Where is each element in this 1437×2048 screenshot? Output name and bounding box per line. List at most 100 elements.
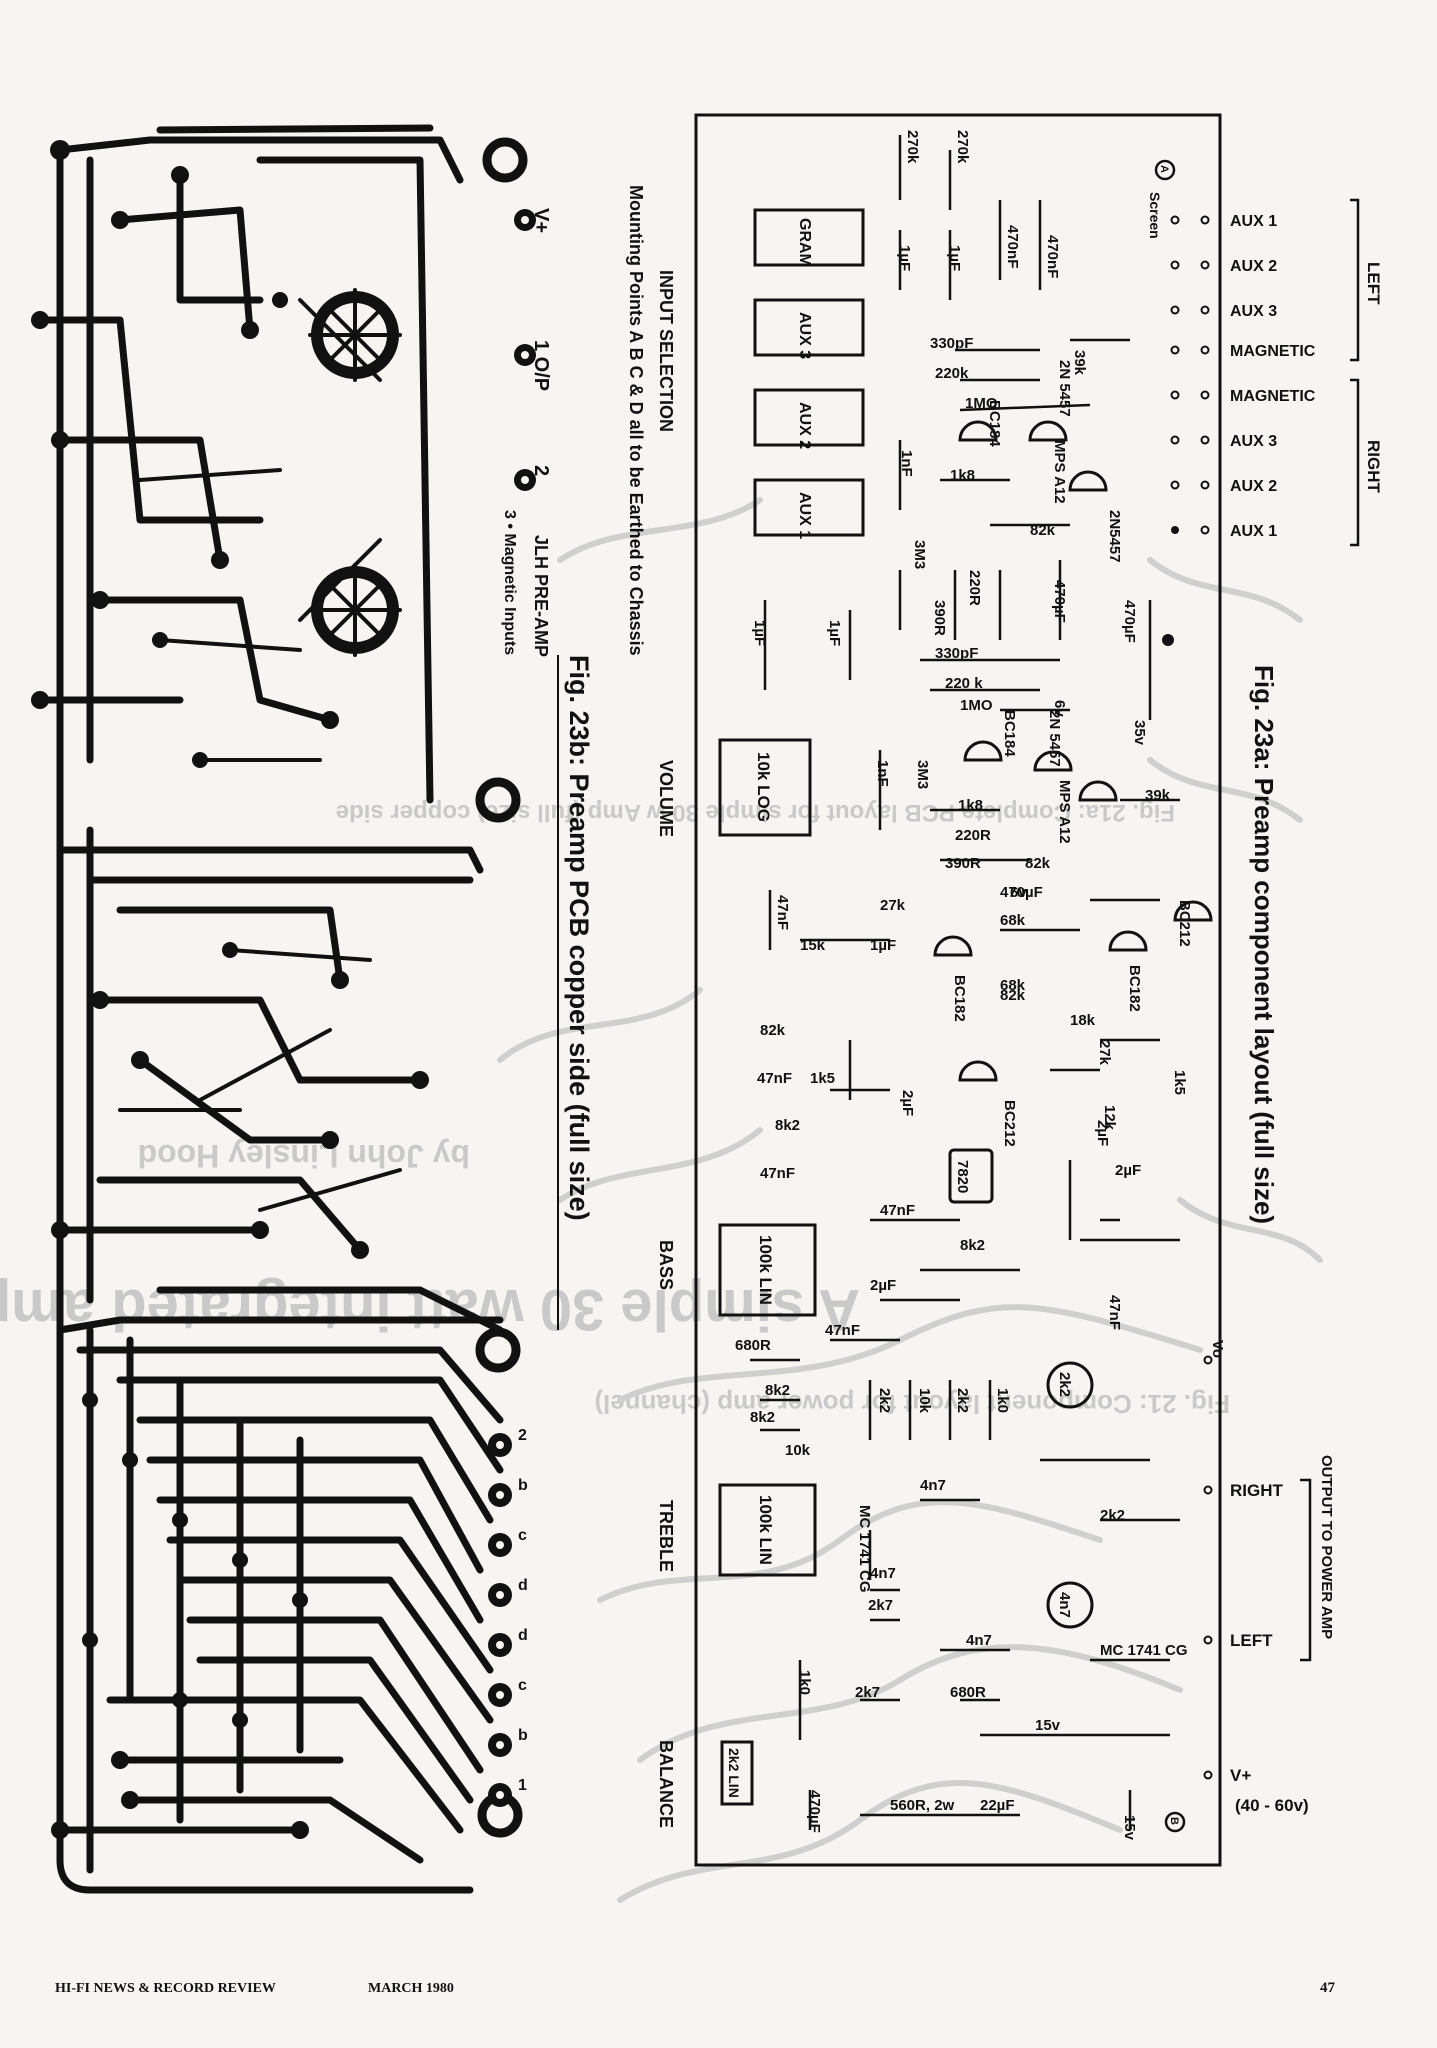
bass-pot-box — [718, 1223, 817, 1317]
pcb-edge-pins — [488, 209, 536, 1807]
pcb-copper-side: V+ 1 O/P 2 JLH PRE-AMP 3 • Magnetic Inpu… — [31, 124, 594, 1894]
component-value: 47nF — [760, 1165, 795, 1182]
component-value: 1nF — [898, 450, 915, 477]
output-left-label: LEFT — [1230, 1631, 1273, 1650]
component-value: 35v — [1131, 720, 1148, 746]
pcb-connector-circles — [308, 288, 402, 657]
component-value: 470µF — [1121, 600, 1138, 643]
left-group-label: LEFT — [1364, 262, 1383, 305]
volume-label: VOLUME — [656, 760, 676, 837]
input-terminals: A Screen — [1147, 159, 1210, 535]
mount-a-ring — [1154, 159, 1176, 181]
article-title: A simple 30 watt integrated amplifier - … — [0, 1277, 860, 1342]
pcb-traces — [36, 124, 504, 1894]
component-value: 220k — [935, 365, 969, 382]
component-value: 220R — [955, 827, 991, 844]
component-value: 68k — [1000, 977, 1026, 994]
semiconductor-outlines — [933, 420, 1213, 1629]
component-value: 470µF — [1051, 580, 1068, 623]
vo-label: Vo — [1209, 1340, 1226, 1358]
pin-letter: d — [518, 1577, 528, 1594]
component-value: 220R — [966, 570, 983, 606]
component-value: 2k2 — [876, 1388, 893, 1413]
component-value: 18k — [1070, 1012, 1096, 1029]
component-value: 220 k — [945, 675, 983, 692]
pin-letter: 2 — [518, 1427, 527, 1444]
component-value: 270k — [904, 130, 921, 164]
component-value: 4n7 — [1056, 1592, 1073, 1618]
component-value: 4n7 — [870, 1565, 896, 1582]
component-layout-board: GRAM AUX 3 AUX 2 AUX 1 10k LOG 100k LIN … — [694, 113, 1383, 1867]
component-value: 2k2 — [954, 1388, 971, 1413]
fig21a-caption: Fig. 21a: Complete PCB layout for simple… — [336, 799, 1175, 826]
selector-gram: GRAM — [796, 218, 813, 267]
pin-letter: b — [518, 1727, 528, 1744]
selector-aux3: AUX 3 — [796, 312, 813, 359]
input-selection-label: INPUT SELECTION — [656, 270, 676, 432]
input-labels: AUX 1 AUX 2 AUX 3 MAGNETIC MAGNETIC AUX … — [1230, 198, 1383, 547]
pin-letter: c — [518, 1677, 527, 1694]
component-value: 10k — [916, 1388, 933, 1414]
component-value: 1k0 — [994, 1388, 1011, 1413]
component-value: BC212 — [1176, 900, 1193, 947]
component-leads — [750, 135, 1180, 1830]
component-value: 47nF — [825, 1322, 860, 1339]
vplus-range: (40 - 60v) — [1235, 1796, 1309, 1815]
component-value: 2µF — [1115, 1162, 1141, 1179]
input-left-magnetic: MAGNETIC — [1230, 343, 1316, 360]
output-section: Vo RIGHT LEFT OUTPUT TO POWER AMP V+ (40… — [1164, 1340, 1335, 1833]
output-heading: OUTPUT TO POWER AMP — [1318, 1455, 1335, 1639]
component-value: 1µF — [870, 937, 896, 954]
pin-letter: c — [518, 1527, 527, 1544]
component-value: 2k7 — [855, 1684, 880, 1701]
component-value: 3M3 — [914, 760, 931, 789]
input-left-aux3: AUX 3 — [1230, 303, 1277, 320]
ghost-traces — [497, 497, 1323, 1903]
mounting-note: Mounting Points A B C & D all to be Eart… — [626, 185, 646, 656]
component-value: 1k8 — [950, 467, 975, 484]
component-value: 470nF — [1004, 225, 1021, 268]
component-value: 1µF — [946, 245, 963, 271]
screen-label: Screen — [1147, 192, 1163, 239]
component-value: BC182 — [1126, 965, 1143, 1012]
treble-pot-box — [718, 1483, 817, 1577]
pin-op1-label: 1 O/P — [530, 340, 552, 391]
input-right-aux3: AUX 3 — [1230, 433, 1277, 450]
mount-a-letter: A — [1158, 165, 1170, 173]
balance-label: BALANCE — [656, 1740, 676, 1828]
component-value: 680R — [735, 1337, 771, 1354]
component-value: 6v — [1051, 700, 1068, 717]
component-value: 47nF — [774, 895, 791, 930]
component-value: 2N 5457 — [1046, 710, 1063, 767]
component-value: 560R, 2w — [890, 1797, 955, 1814]
pin-letter: b — [518, 1477, 528, 1494]
pcb-pads — [31, 140, 429, 1839]
input-selector-switch: GRAM AUX 3 AUX 2 AUX 1 — [753, 208, 865, 539]
component-value: 8k2 — [960, 1237, 985, 1254]
pin-op2-label: 2 — [530, 465, 552, 476]
component-value: 390R — [931, 600, 948, 636]
component-value: 330pF — [935, 645, 978, 662]
component-value: 15v — [1035, 1717, 1061, 1734]
component-value: 2N 5457 — [1056, 360, 1073, 417]
selector-aux1: AUX 1 — [796, 492, 813, 539]
component-value: MC 1741 CG — [856, 1505, 873, 1593]
right-group-bracket — [1350, 378, 1360, 547]
component-value: 82k — [1025, 855, 1051, 872]
mount-b-letter: B — [1168, 1817, 1180, 1825]
input-right-aux2: AUX 2 — [1230, 478, 1277, 495]
component-value: 82k — [1000, 987, 1026, 1004]
article-author: by John Linsley Hood — [138, 1138, 470, 1174]
component-value: 6v — [1010, 884, 1027, 901]
component-value: 27k — [1096, 1040, 1113, 1066]
component-value: 39k — [1145, 787, 1171, 804]
pin-letter: d — [518, 1627, 528, 1644]
component-value: MPS A12 — [1056, 780, 1073, 844]
component-value: 1k5 — [1171, 1070, 1188, 1095]
component-value: 330pF — [930, 335, 973, 352]
component-value: 2N5457 — [1106, 510, 1123, 563]
component-value: 2µF — [899, 1090, 916, 1116]
component-value: 3M3 — [911, 540, 928, 569]
